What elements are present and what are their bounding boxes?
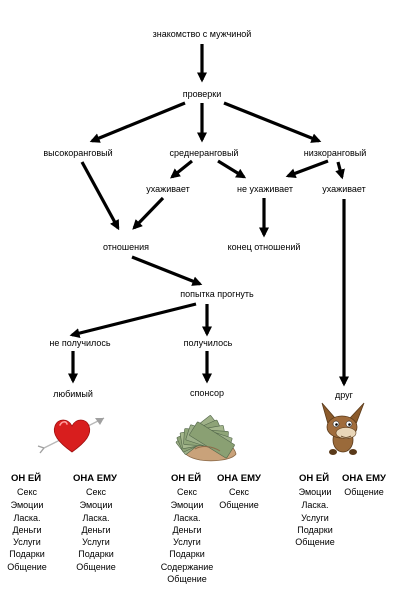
list-item: Услуги xyxy=(13,537,41,547)
list-item: Секс xyxy=(229,487,250,497)
column-friend-she-head: ОНА ЕМУ xyxy=(342,473,386,484)
arrow-relationship-to-attempt xyxy=(131,255,203,286)
column-beloved-he-list: Секс Эмоции Ласка. Деньги Услуги Подарки… xyxy=(7,487,46,572)
arrow-attempt-to-failed xyxy=(69,302,197,339)
list-item: Эмоции xyxy=(171,500,204,510)
list-item: Общение xyxy=(76,562,115,572)
column-friend-he-list: Эмоции Ласка. Услуги Подарки Общение xyxy=(295,487,334,547)
list-item: Ласка. xyxy=(82,513,109,523)
list-item: Подарки xyxy=(9,549,45,559)
node-courts-low: ухаживает xyxy=(322,184,365,194)
arrow-checks-to-low xyxy=(223,101,322,143)
list-item: Услуги xyxy=(82,537,110,547)
list-item: Ласка. xyxy=(13,513,40,523)
node-succeeded: получилось xyxy=(184,338,233,348)
column-sponsor-he-list: Секс Эмоции Ласка. Деньги Услуги Подарки… xyxy=(161,487,214,584)
arrow-mid-to-courts xyxy=(170,159,193,179)
list-item: Секс xyxy=(177,487,198,497)
node-attempt: попытка прогнуть xyxy=(180,289,254,299)
arrow-high-to-relationship xyxy=(80,161,120,231)
node-not-courts: не ухаживает xyxy=(237,184,293,194)
node-low-rank: низкоранговый xyxy=(304,148,367,158)
list-item: Услуги xyxy=(173,537,201,547)
column-friend-she-list: Общение xyxy=(344,487,383,497)
list-item: Деньги xyxy=(81,525,110,535)
arrow-courts-to-relationship xyxy=(132,196,165,230)
node-relationship: отношения xyxy=(103,242,149,252)
list-item: Подарки xyxy=(297,525,333,535)
list-item: Подарки xyxy=(78,549,114,559)
list-item: Эмоции xyxy=(11,500,44,510)
list-item: Общение xyxy=(219,500,258,510)
list-item: Эмоции xyxy=(80,500,113,510)
column-sponsor-he-head: ОН ЕЙ xyxy=(171,472,201,484)
column-friend: ОН ЕЙ ОНА ЕМУ Эмоции Ласка. Услуги Подар… xyxy=(295,472,386,547)
list-item: Подарки xyxy=(169,549,205,559)
node-failed: не получилось xyxy=(49,338,110,348)
list-item: Содержание xyxy=(161,562,214,572)
node-high-rank: высокоранговый xyxy=(43,148,112,158)
column-friend-he-head: ОН ЕЙ xyxy=(299,472,329,484)
node-friend: друг xyxy=(335,390,354,400)
node-beloved: любимый xyxy=(53,389,93,399)
list-item: Услуги xyxy=(301,513,329,523)
arrow-mid-to-not-courts xyxy=(217,159,247,179)
list-item: Секс xyxy=(86,487,107,497)
node-courts-mid: ухаживает xyxy=(146,184,189,194)
node-start: знакомство с мужчиной xyxy=(153,29,252,39)
column-beloved: ОН ЕЙ ОНА ЕМУ Секс Эмоции Ласка. Деньги … xyxy=(7,472,117,572)
list-item: Общение xyxy=(344,487,383,497)
node-sponsor: спонсор xyxy=(190,388,224,398)
node-end-relationship: конец отношений xyxy=(228,242,301,252)
list-item: Общение xyxy=(7,562,46,572)
column-sponsor-she-head: ОНА ЕМУ xyxy=(217,473,261,484)
list-item: Эмоции xyxy=(299,487,332,497)
list-item: Секс xyxy=(17,487,38,497)
list-item: Деньги xyxy=(12,525,41,535)
column-sponsor: ОН ЕЙ ОНА ЕМУ Секс Эмоции Ласка. Деньги … xyxy=(161,472,261,584)
heart-with-arrow-icon xyxy=(37,417,105,454)
list-item: Ласка. xyxy=(173,513,200,523)
column-sponsor-she-list: Секс Общение xyxy=(219,487,258,510)
column-beloved-she-head: ОНА ЕМУ xyxy=(73,473,117,484)
arrow-checks-to-high xyxy=(89,101,186,143)
column-beloved-she-list: Секс Эмоции Ласка. Деньги Услуги Подарки… xyxy=(76,487,115,572)
list-item: Общение xyxy=(295,537,334,547)
list-item: Деньги xyxy=(172,525,201,535)
money-hand-icon xyxy=(175,415,237,462)
arrow-low-to-courts xyxy=(335,161,345,180)
arrow-low-to-not-courts xyxy=(285,159,329,179)
arrows xyxy=(68,44,349,387)
donkey-plush-icon xyxy=(321,402,365,455)
list-item: Ласка. xyxy=(301,500,328,510)
node-mid-rank: среднеранговый xyxy=(170,148,239,158)
node-labels: знакомство с мужчиной проверки высокоран… xyxy=(43,29,366,400)
column-beloved-he-head: ОН ЕЙ xyxy=(11,472,41,484)
list-item: Общение xyxy=(167,574,206,584)
node-checks: проверки xyxy=(183,89,222,99)
